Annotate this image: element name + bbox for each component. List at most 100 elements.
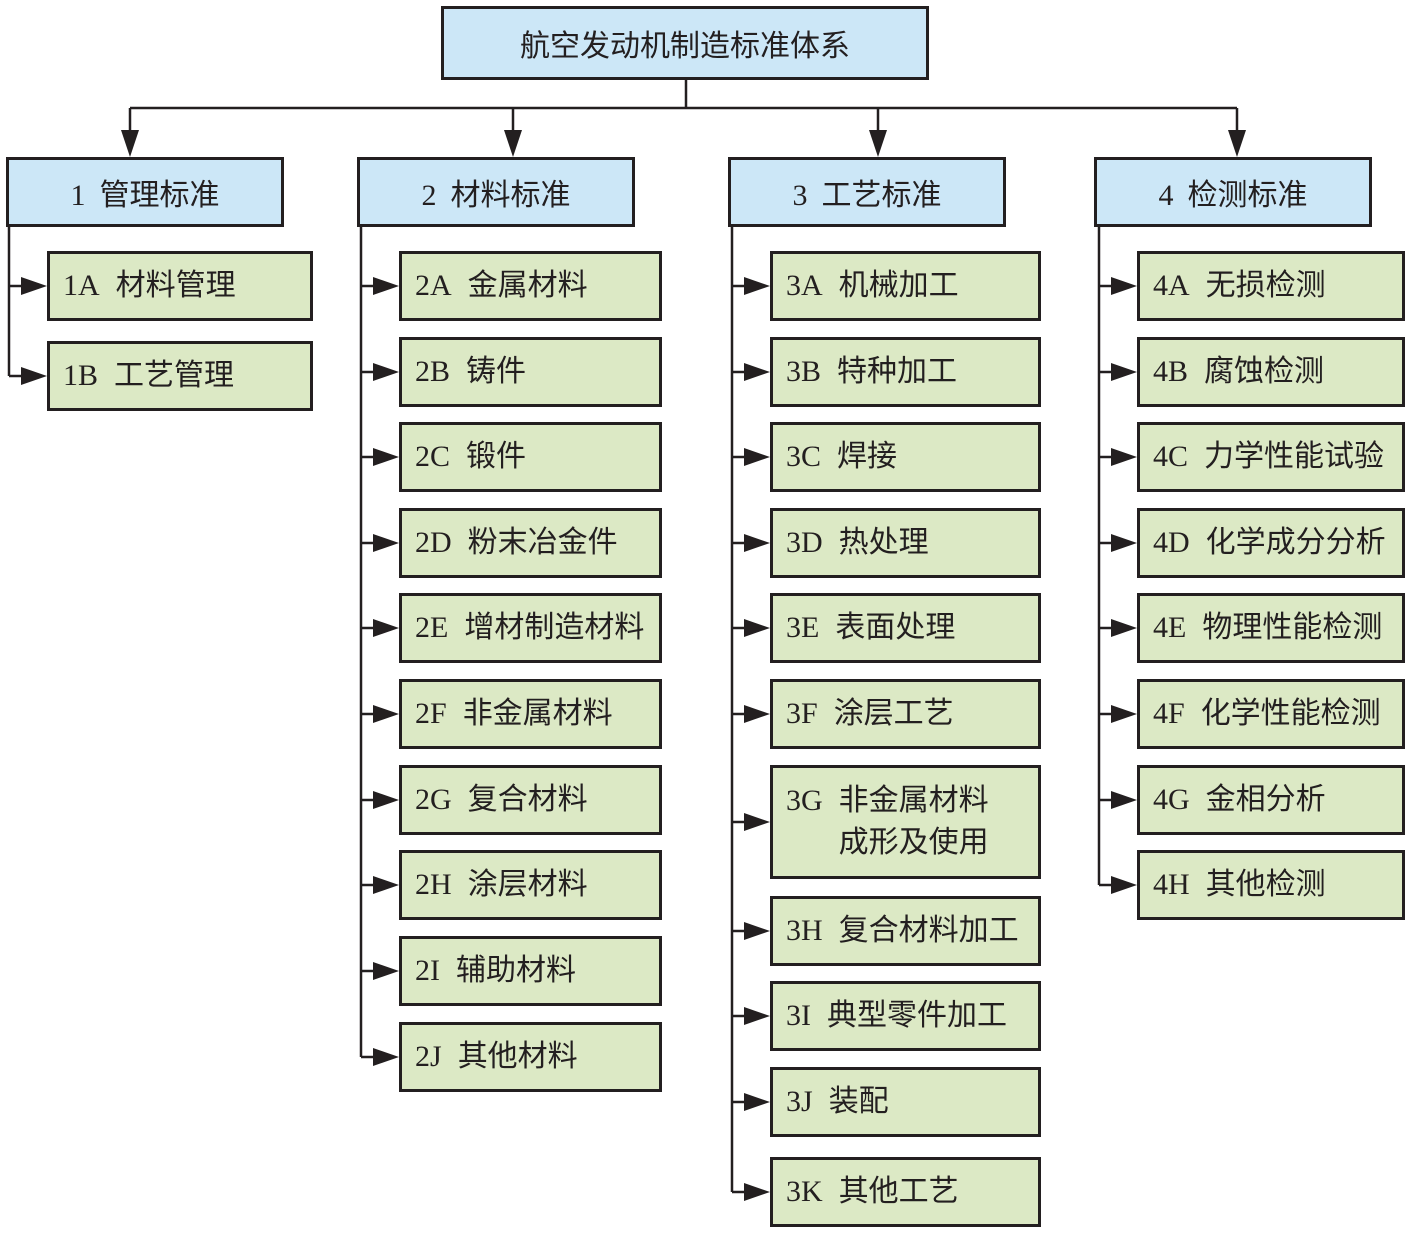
item-code: 2B <box>415 355 451 388</box>
branch-arrow-head <box>21 277 47 295</box>
item-name-line: 腐蚀检测 <box>1204 355 1325 388</box>
item-name: 腐蚀检测 <box>1204 351 1324 393</box>
item-name: 非金属材料 <box>463 693 613 735</box>
item-box-1a: 1A 材料管理 <box>47 251 313 321</box>
category-code: 4 <box>1158 179 1174 212</box>
item-name-line: 物理性能检测 <box>1202 611 1383 644</box>
item-name-line: 成形及使用 <box>838 826 989 859</box>
item-code: 4C <box>1153 440 1189 473</box>
item-code: 2E <box>415 611 449 644</box>
item-name-line: 化学成分分析 <box>1205 526 1386 559</box>
item-label: 4D 化学成分分析 <box>1153 522 1386 564</box>
item-code: 4D <box>1153 526 1190 559</box>
item-name: 热处理 <box>839 522 929 564</box>
item-name-line: 热处理 <box>838 526 929 559</box>
item-name-line: 非金属材料 <box>838 784 989 817</box>
down-arrow-head <box>121 130 139 157</box>
item-name-line: 化学性能检测 <box>1200 697 1381 730</box>
item-code: 2J <box>415 1040 442 1073</box>
item-code: 3G <box>786 784 823 817</box>
category-code: 3 <box>792 179 808 212</box>
item-name-line: 材料管理 <box>115 269 236 302</box>
branch-arrow-head <box>744 705 770 723</box>
root-title: 航空发动机制造标准体系 <box>520 30 850 63</box>
item-name-line: 金属材料 <box>467 269 588 302</box>
branch-arrow-head <box>373 363 399 381</box>
item-box-3a: 3A 机械加工 <box>770 251 1041 321</box>
item-code: 4F <box>1153 697 1185 730</box>
item-name-line: 其他材料 <box>457 1040 578 1073</box>
item-name: 典型零件加工 <box>827 995 1007 1037</box>
item-name-line: 特种加工 <box>837 355 958 388</box>
item-name: 粉末冶金件 <box>468 522 618 564</box>
item-box-2j: 2J 其他材料 <box>399 1022 662 1092</box>
item-name-line: 焊接 <box>837 440 898 473</box>
item-name: 表面处理 <box>835 607 955 649</box>
item-box-2c: 2C 锻件 <box>399 422 662 492</box>
branch-arrow-head <box>1111 619 1137 637</box>
item-code: 2G <box>415 783 452 816</box>
item-name-line: 工艺管理 <box>114 359 235 392</box>
branch-arrow-head <box>744 277 770 295</box>
item-label: 2C 锻件 <box>415 436 526 478</box>
item-name-line: 涂层材料 <box>467 868 588 901</box>
branch-arrow-head <box>373 962 399 980</box>
item-label: 2J 其他材料 <box>415 1036 578 1078</box>
item-name-line: 锻件 <box>466 440 527 473</box>
category-name: 材料标准 <box>450 179 571 212</box>
item-box-4f: 4F 化学性能检测 <box>1137 679 1405 749</box>
item-name-line: 装配 <box>828 1085 889 1118</box>
item-name: 涂层工艺 <box>834 693 954 735</box>
down-arrow-head <box>869 130 887 157</box>
root-box: 航空发动机制造标准体系 <box>441 6 929 80</box>
item-name-line: 非金属材料 <box>462 697 613 730</box>
item-name: 力学性能试验 <box>1204 436 1384 478</box>
item-code: 1B <box>63 359 99 392</box>
item-name: 装配 <box>829 1081 889 1123</box>
item-name-line: 典型零件加工 <box>827 999 1007 1032</box>
down-arrow-head <box>1228 130 1246 157</box>
item-name-line: 力学性能试验 <box>1204 440 1385 473</box>
item-name-line: 辅助材料 <box>456 954 576 987</box>
item-code: 4B <box>1153 355 1189 388</box>
item-box-1b: 1B 工艺管理 <box>47 341 313 411</box>
branch-arrow-head <box>744 534 770 552</box>
branch-arrow-head <box>744 619 770 637</box>
item-name: 焊接 <box>837 436 897 478</box>
item-name-line: 复合材料加工 <box>838 914 1019 947</box>
item-box-4g: 4G 金相分析 <box>1137 765 1405 835</box>
item-name-line: 金相分析 <box>1205 783 1326 816</box>
item-name: 机械加工 <box>839 265 959 307</box>
item-code: 3A <box>786 269 823 302</box>
branch-arrow-head <box>373 1048 399 1066</box>
item-code: 2C <box>415 440 451 473</box>
item-label: 3A 机械加工 <box>786 265 959 307</box>
item-code: 4A <box>1153 269 1190 302</box>
item-name: 物理性能检测 <box>1202 607 1382 649</box>
item-code: 1A <box>63 269 100 302</box>
category-code: 1 <box>70 179 86 212</box>
branch-arrow-head <box>1111 791 1137 809</box>
item-name: 非金属材料成形及使用 <box>839 780 989 864</box>
item-code: 4G <box>1153 783 1190 816</box>
